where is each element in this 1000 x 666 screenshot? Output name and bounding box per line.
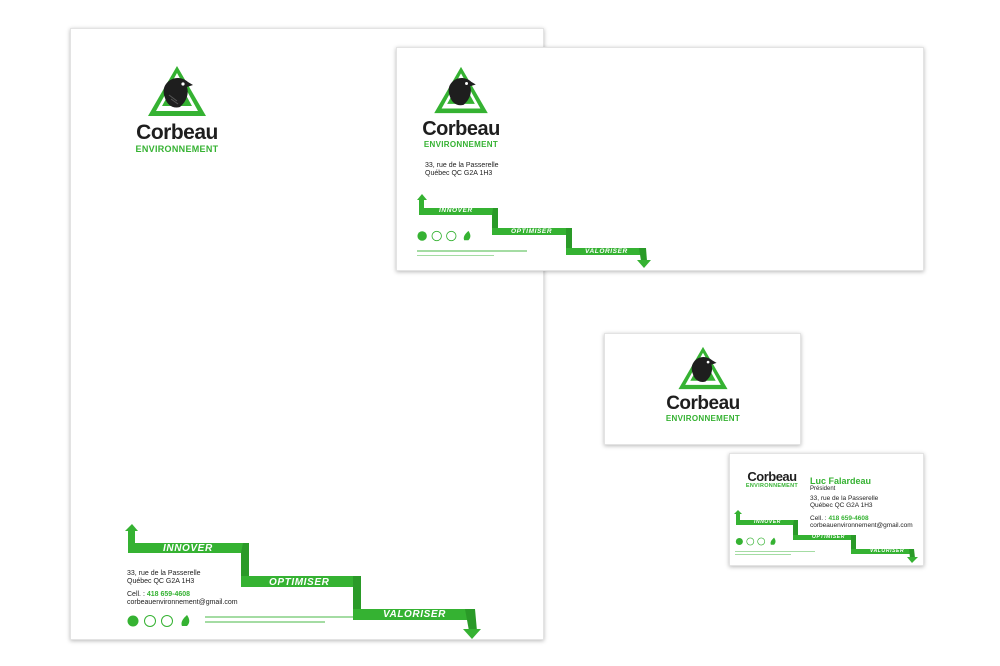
address-line-2: Québec QC G2A 1H3: [127, 578, 195, 586]
address-line-1: 33, rue de la Passerelle: [810, 495, 879, 502]
brand-subtitle: ENVIRONNEMENT: [423, 140, 499, 149]
business-card-front: Corbeau ENVIRONNEMENT: [604, 333, 801, 445]
ribbon-step-valoriser: VALORISER: [585, 248, 628, 255]
corbeau-wordmark: Corbeau ENVIRONNEMENT: [738, 470, 806, 490]
process-ribbon: [734, 510, 918, 563]
corbeau-logo: Corbeau ENVIRONNEMENT: [415, 66, 507, 149]
processed-chlorine-free-icon: [161, 615, 173, 627]
brand-name: Corbeau: [136, 121, 218, 144]
address-line-1: 33, rue de la Passerelle: [425, 162, 499, 169]
letterhead-fine-print: [205, 616, 355, 623]
process-ribbon: [125, 524, 481, 639]
recycle-crow-logo-icon: [148, 66, 206, 116]
letterhead-contact: Cell. : 418 659-4608 corbeauenvironnemen…: [127, 591, 238, 607]
ribbon-step-valoriser: VALORISER: [870, 548, 905, 554]
cell-number: 418 659-4608: [828, 515, 869, 522]
ribbon-step-innover: INNOVER: [439, 207, 473, 214]
address-line-2: Québec QC G2A 1H3: [425, 170, 493, 178]
cell-number: 418 659-4608: [146, 591, 191, 598]
process-ribbon: [417, 194, 651, 268]
recycle-crow-logo-icon: [678, 346, 728, 390]
envelope-sheet: Corbeau ENVIRONNEMENT 33, rue de la Pass…: [396, 47, 924, 271]
envelope-fine-print: [417, 250, 527, 256]
cell-label: Cell. :: [810, 515, 827, 522]
card-contact: Cell. : 418 659-4608 corbeauenvironnemen…: [810, 515, 913, 530]
email-text: corbeauenvironnement@gmail.com: [810, 522, 913, 530]
fsc-seal-icon: [144, 615, 156, 627]
ribbon-step-innover: INNOVER: [163, 543, 213, 554]
corbeau-logo: Corbeau ENVIRONNEMENT: [657, 346, 749, 423]
recycle-seal-icon: [127, 615, 139, 627]
brand-name: Corbeau: [666, 393, 740, 414]
brand-subtitle: ENVIRONNEMENT: [745, 483, 799, 489]
person-name: Luc Falardeau: [810, 476, 872, 486]
ribbon-step-optimiser: OPTIMISER: [511, 228, 553, 235]
cell-label: Cell. :: [127, 591, 145, 598]
eco-certification-icons: [417, 230, 471, 242]
card-address: 33, rue de la Passerelle Québec QC G2A 1…: [810, 495, 878, 510]
eco-certification-icons: [735, 537, 776, 546]
brand-name: Corbeau: [747, 469, 797, 484]
eco-certification-icons: [127, 615, 190, 627]
email-text: corbeauenvironnement@gmail.com: [127, 599, 238, 607]
corbeau-logo: Corbeau ENVIRONNEMENT: [117, 65, 237, 154]
recycle-crow-logo-icon: [434, 66, 488, 114]
ribbon-step-valoriser: VALORISER: [383, 609, 446, 620]
brand-name: Corbeau: [422, 118, 500, 140]
address-line-1: 33, rue de la Passerelle: [127, 570, 201, 577]
card-fine-print: [735, 551, 815, 555]
biogaz-icon: [181, 615, 190, 626]
letterhead-address: 33, rue de la Passerelle Québec QC G2A 1…: [127, 570, 201, 586]
person-title: Président: [810, 486, 836, 493]
envelope-address: 33, rue de la Passerelle Québec QC G2A 1…: [425, 162, 499, 178]
brand-subtitle: ENVIRONNEMENT: [135, 144, 219, 154]
address-line-2: Québec QC G2A 1H3: [810, 502, 873, 510]
person-block: Luc Falardeau Président: [810, 476, 871, 493]
ribbon-step-optimiser: OPTIMISER: [812, 534, 845, 540]
ribbon-step-innover: INNOVER: [754, 519, 781, 525]
ribbon-step-optimiser: OPTIMISER: [269, 577, 330, 588]
brand-subtitle: ENVIRONNEMENT: [665, 414, 741, 423]
business-card-back: Corbeau ENVIRONNEMENT Luc Falardeau Prés…: [729, 453, 924, 566]
